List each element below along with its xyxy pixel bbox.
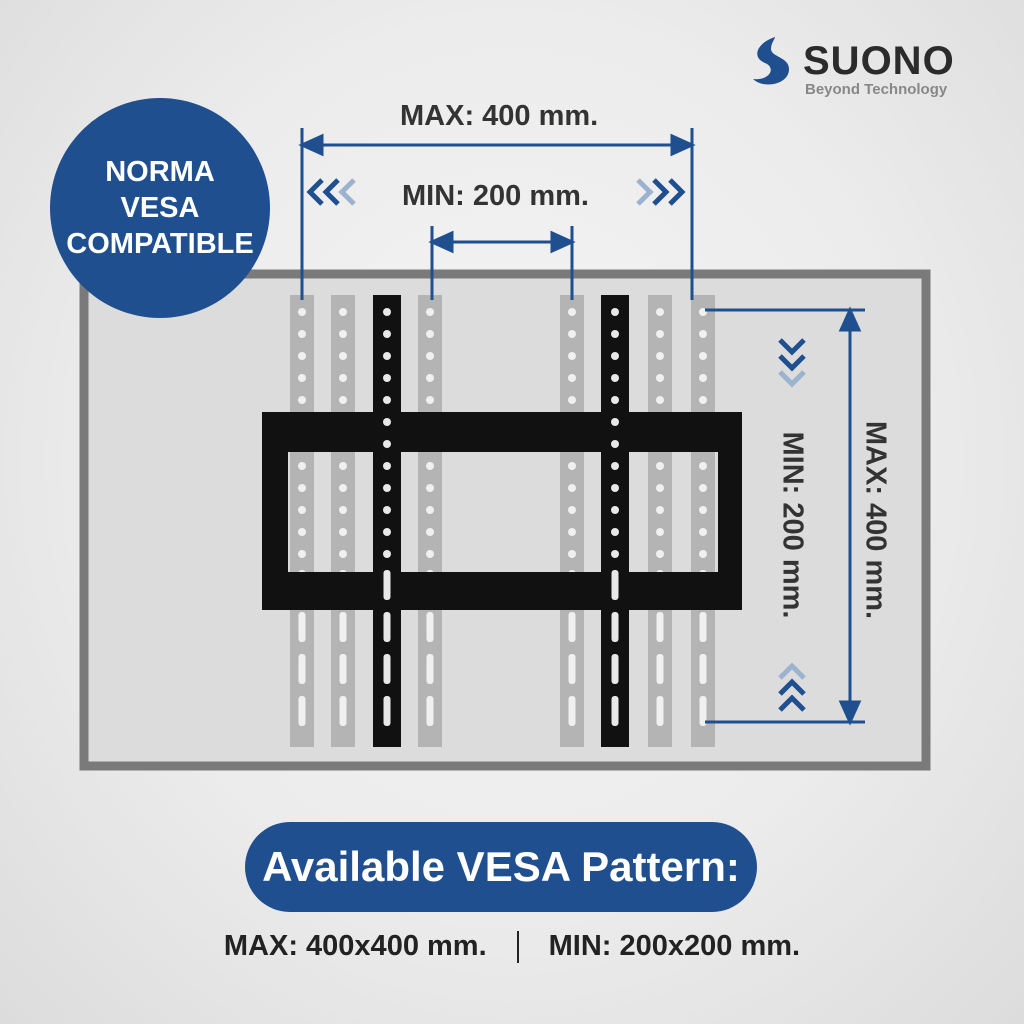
brand-name: SUONO	[803, 39, 955, 83]
pattern-title: Available VESA Pattern:	[262, 843, 740, 890]
gray-rail	[290, 295, 314, 747]
black-rail-group	[373, 295, 629, 747]
badge-line: NORMA	[105, 156, 215, 188]
vertical-max-label: MAX: 400 mm.	[859, 420, 892, 620]
gray-rail	[691, 295, 715, 747]
badge-line: COMPATIBLE	[66, 228, 254, 260]
vertical-min-label: MIN: 200 mm.	[776, 431, 809, 619]
logo-swirl-icon	[753, 37, 789, 85]
gray-rail	[418, 295, 442, 747]
black-rail	[373, 295, 401, 747]
pattern-sizes: MAX: 400x400 mm. MIN: 200x200 mm.	[0, 930, 1024, 964]
pattern-title-banner: Available VESA Pattern:	[245, 822, 757, 912]
wall-bracket	[262, 412, 742, 610]
brand-tagline: Beyond Technology	[805, 81, 948, 98]
black-rail	[601, 295, 629, 747]
horizontal-max-label: MAX: 400 mm.	[400, 100, 599, 132]
dimension-arrows	[298, 128, 865, 726]
tv-frame	[79, 269, 931, 771]
gray-rail	[560, 295, 584, 747]
pattern-max: MAX: 400x400 mm.	[223, 930, 487, 962]
brand-logo: SUONO Beyond Technology	[745, 35, 965, 105]
horizontal-min-label: MIN: 200 mm.	[402, 180, 589, 212]
vesa-diagram	[79, 128, 931, 771]
gray-rail	[331, 295, 355, 747]
chevron-icons	[306, 178, 806, 712]
gray-rail	[648, 295, 672, 747]
pattern-min: MIN: 200x200 mm.	[548, 930, 801, 962]
vesa-compatible-badge: NORMA VESA COMPATIBLE	[50, 98, 270, 318]
separator	[516, 931, 519, 964]
badge-line: VESA	[120, 192, 200, 224]
rail-group	[290, 295, 715, 747]
